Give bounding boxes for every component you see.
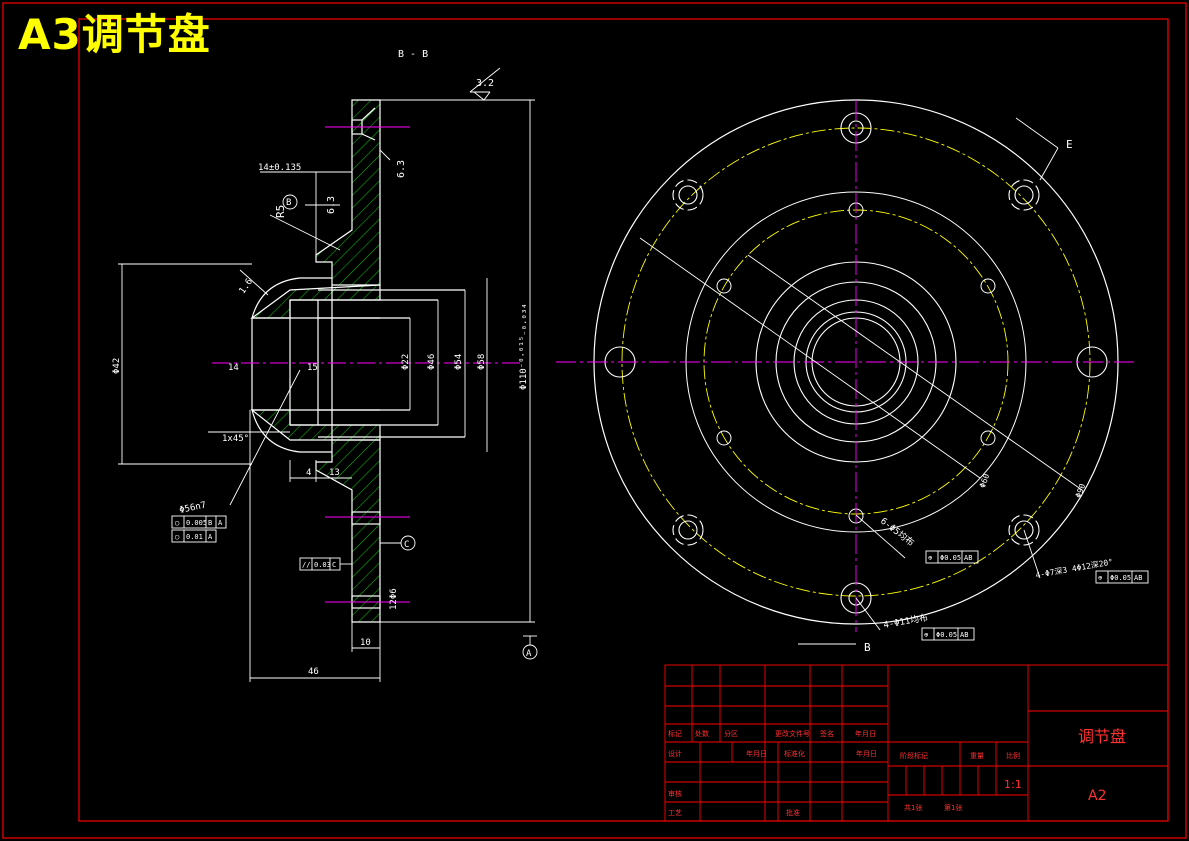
plan-centerlines [556, 100, 1136, 632]
section-label: B - B [398, 49, 428, 60]
dim-fit: Φ56n7 [179, 501, 208, 516]
flange-upper-section [315, 99, 381, 286]
dim-d42: Φ42 [112, 358, 122, 374]
dim-outer: Φ110⁻⁰·⁰¹⁵₋₀.₀₃₄ [519, 303, 529, 390]
svg-text:年月日: 年月日 [855, 729, 876, 738]
svg-text:⊕: ⊕ [1098, 574, 1103, 582]
svg-text:Φ0.05: Φ0.05 [936, 631, 957, 639]
svg-text:◯: ◯ [175, 533, 180, 541]
svg-text:AB: AB [1134, 574, 1142, 582]
dim-15: 15 [307, 363, 318, 373]
dim-d58: Φ58 [477, 354, 487, 370]
roughness-6-3-b: 6.3 [326, 196, 337, 214]
svg-text:比例: 比例 [1006, 751, 1020, 760]
svg-text:AB: AB [964, 554, 972, 562]
svg-text:Φ0.05: Φ0.05 [940, 554, 961, 562]
dim-14: 14 [228, 363, 239, 373]
svg-text:0.01: 0.01 [186, 533, 203, 541]
plan-tolerance-frames [921, 550, 1149, 641]
ref-dia-2: Φ90 [1074, 482, 1087, 499]
svg-text:处数: 处数 [695, 729, 709, 738]
dim-46: 46 [308, 667, 319, 677]
title-block [664, 664, 1169, 822]
dim-r5: R5 [274, 205, 287, 218]
svg-text:年月日: 年月日 [856, 749, 877, 758]
dim-d22: Φ22 [401, 354, 411, 370]
scale-value: 1:1 [1004, 778, 1022, 791]
section-marker-e: E [1066, 138, 1073, 151]
ref-dia-1: Φ60 [978, 472, 991, 489]
plan-view [556, 99, 1136, 645]
svg-text:⊕: ⊕ [928, 554, 933, 562]
svg-text:阶段标记: 阶段标记 [900, 751, 928, 760]
svg-text:0.005: 0.005 [186, 519, 207, 527]
svg-text:批准: 批准 [786, 808, 800, 817]
svg-text:⊕: ⊕ [924, 631, 929, 639]
plan-leaders [639, 117, 1083, 645]
svg-text:B: B [286, 198, 291, 208]
watermark-title: A3调节盘 [18, 10, 211, 59]
svg-text:第1张: 第1张 [944, 803, 962, 812]
diagonal-holes [672, 179, 1040, 546]
svg-text:A: A [208, 533, 213, 541]
title-block-texts: 标记 处数 分区 更改文件号 签名 年月日 设计 年月日 标准化 年月日 审核 … [668, 729, 1020, 817]
dim-12: 12Φ6 [389, 588, 399, 610]
svg-text:A: A [526, 649, 532, 659]
section-marker-b: B [864, 641, 871, 654]
flange-lower-section [315, 439, 381, 623]
svg-text:Φ0.05: Φ0.05 [1110, 574, 1131, 582]
plan-texts: E B 6-Φ5均布 4-Φ7深3 4Φ12深20° 4-Φ11均布 Φ60 Φ… [864, 138, 1114, 654]
section-tolerance-frames [171, 194, 538, 660]
part-name: 调节盘 [1078, 727, 1126, 746]
svg-text:共1张: 共1张 [904, 803, 922, 812]
title-block-main: 调节盘 A2 1:1 [1004, 727, 1126, 804]
dim-13: 13 [329, 468, 340, 478]
roughness-6-3-a: 6.3 [396, 160, 407, 178]
svg-text:审核: 审核 [668, 789, 682, 798]
svg-text:A: A [218, 519, 223, 527]
svg-text:设计: 设计 [668, 749, 682, 758]
plan-tolerance-texts: ⊕ Φ0.05 AB ⊕ Φ0.05 AB ⊕ Φ0.05 AB [924, 554, 1142, 639]
svg-text:B: B [208, 519, 212, 527]
dim-chamfer-1x45: 1x45° [222, 434, 249, 444]
dim-d46: Φ46 [427, 354, 437, 370]
dim-10: 10 [360, 638, 371, 648]
hole-6-phi5-label: 6-Φ5均布 [878, 515, 917, 549]
dim-d54: Φ54 [454, 354, 464, 370]
section-dimension-lines [118, 67, 535, 682]
section-centerlines [212, 126, 520, 603]
inner-frame [78, 18, 1169, 822]
svg-text://: // [302, 561, 310, 569]
dim-step: 14±0.135 [258, 163, 301, 173]
svg-text:工艺: 工艺 [668, 809, 682, 817]
dim-chamfer-1-6: 1.6 [238, 277, 256, 296]
svg-text:年月日: 年月日 [746, 749, 767, 758]
svg-text:签名: 签名 [820, 729, 834, 738]
svg-text:◯: ◯ [175, 519, 180, 527]
section-view [250, 99, 465, 623]
svg-text:AB: AB [960, 631, 968, 639]
svg-text:标记: 标记 [668, 729, 682, 738]
svg-text:0.03: 0.03 [314, 561, 331, 569]
drawing-number: A2 [1088, 788, 1106, 804]
svg-text:C: C [404, 540, 409, 550]
section-tolerance-texts: ◯ 0.005 B A ◯ 0.01 A // 0.03 C B C A [175, 198, 532, 659]
svg-text:C: C [332, 561, 336, 569]
dim-4: 4 [306, 468, 311, 478]
svg-text:更改文件号: 更改文件号 [775, 729, 810, 738]
svg-text:分区: 分区 [724, 729, 738, 738]
svg-text:重量: 重量 [970, 752, 984, 760]
roughness-3-2: 3.2 [476, 78, 494, 89]
svg-text:标准化: 标准化 [784, 749, 805, 758]
